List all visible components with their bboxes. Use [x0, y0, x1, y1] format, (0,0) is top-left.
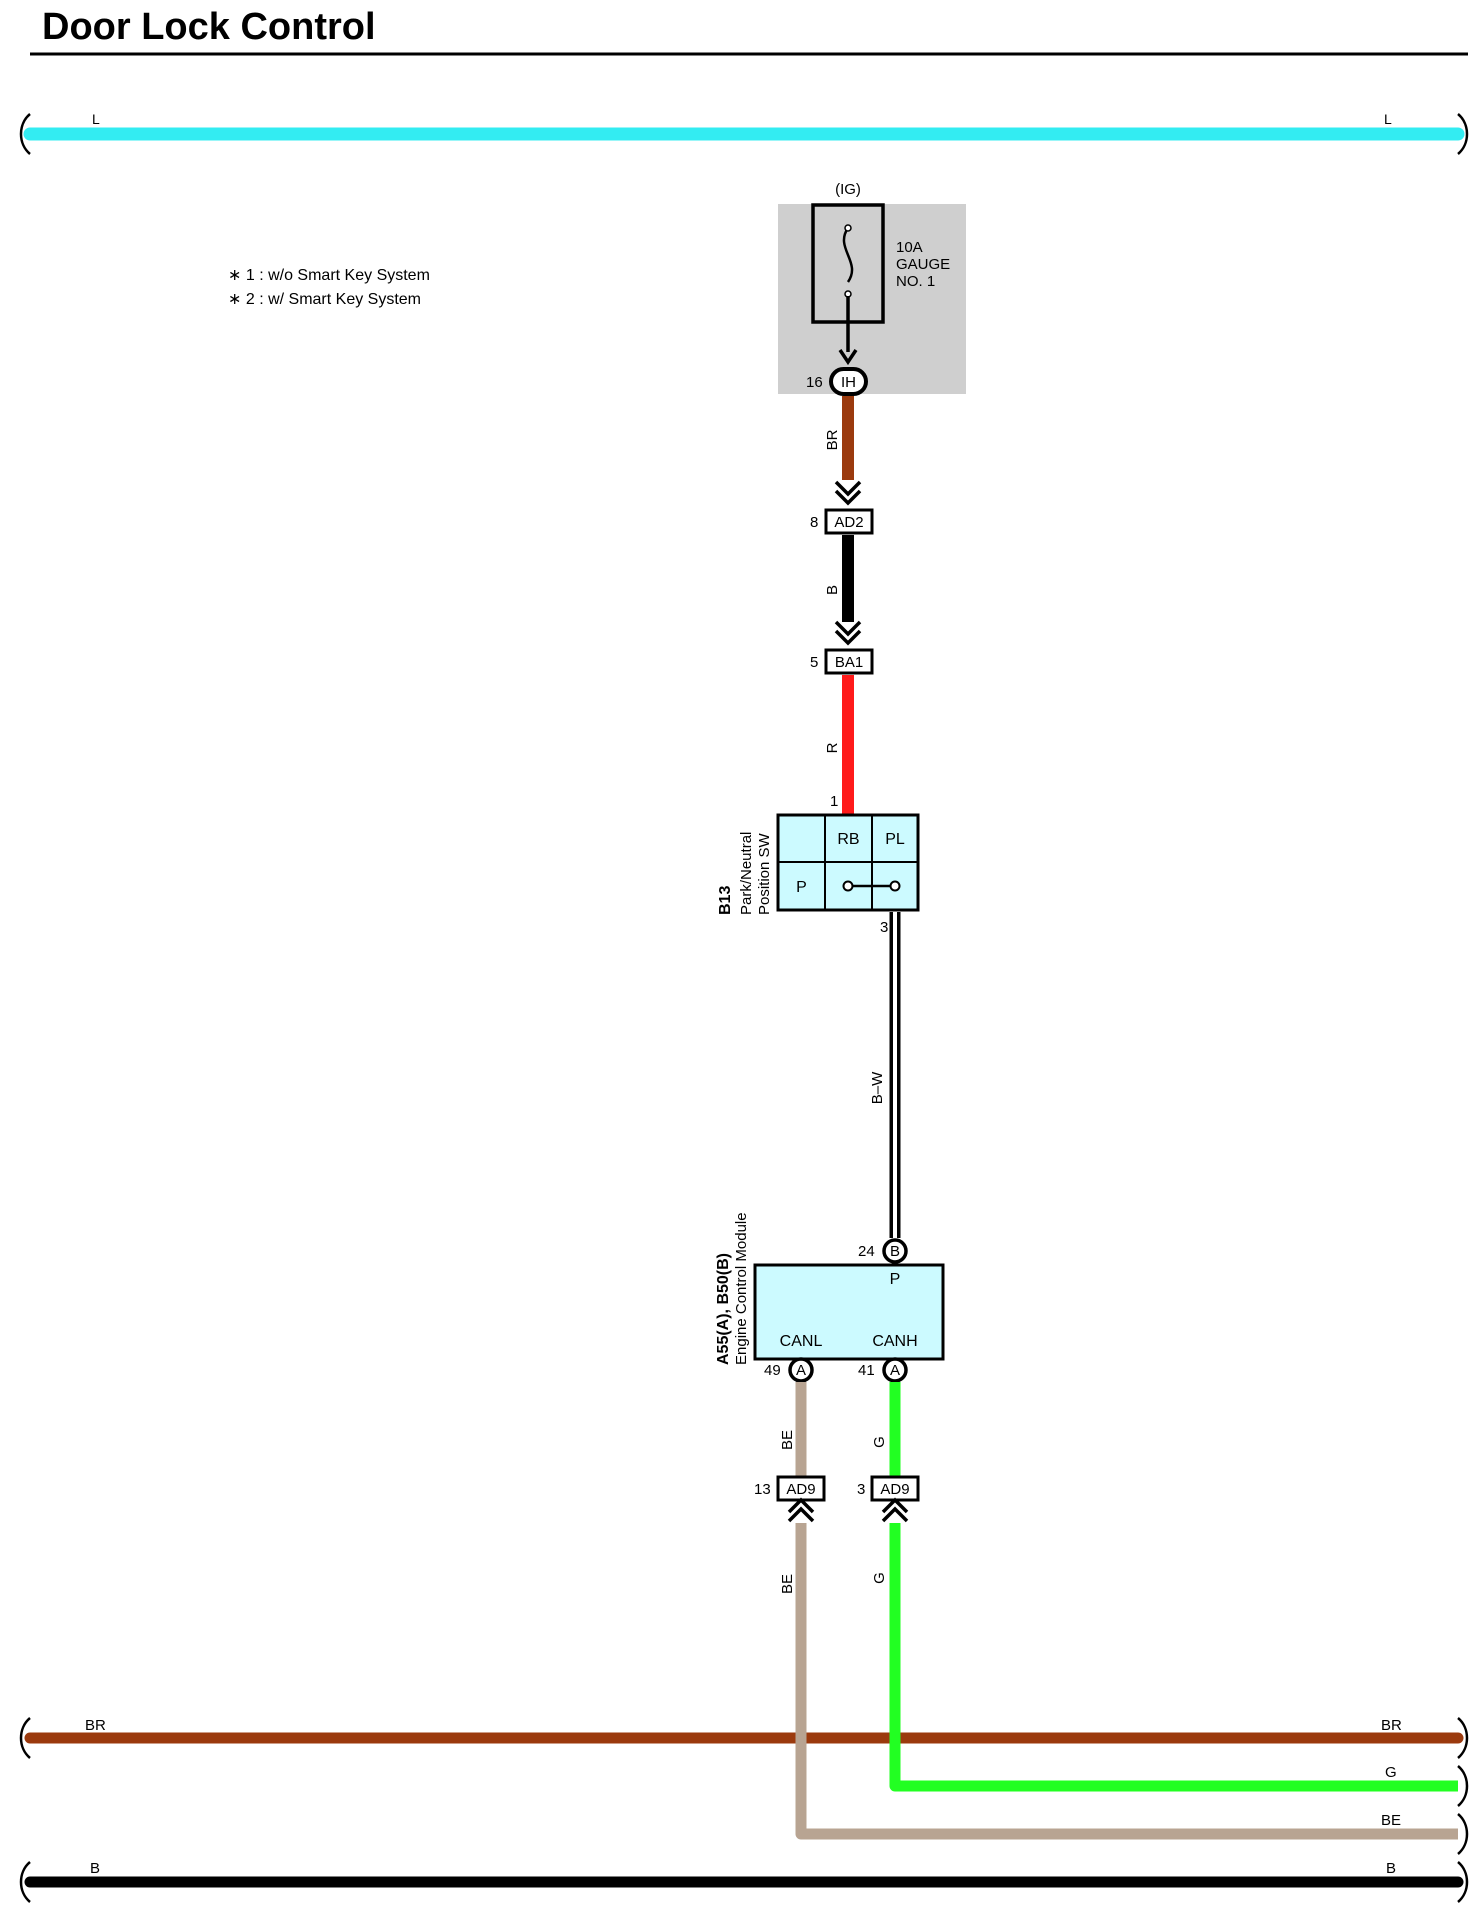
- ecm-pin-p-terminal: [882, 1238, 908, 1264]
- fuse-name-line2: NO. 1: [896, 273, 935, 290]
- connector-ad9-g-name: AD9: [880, 1481, 909, 1498]
- wire-be-lower: [795, 1523, 1458, 1840]
- ecm-canl-connector: A: [796, 1362, 806, 1379]
- l-bus-label-right: L: [1384, 111, 1392, 127]
- connector-ad9-be-double-arrow-icon: [787, 1497, 815, 1523]
- br-bus-left-break: [19, 1717, 31, 1759]
- connector-ad9-be: AD9 13: [754, 1475, 826, 1523]
- fuse-ig-label: (IG): [835, 181, 861, 198]
- ecm-canh-number: 41: [858, 1362, 875, 1379]
- park-neutral-switch: 1 RB PL P B13 Park/Neutral Position SW 3: [717, 793, 920, 936]
- ecm-canh-connector: A: [890, 1362, 900, 1379]
- connector-ad2-name: AD2: [834, 514, 863, 531]
- fuse-block: (IG) 10A GAUGE NO. 1: [778, 181, 966, 394]
- switch-cell-pl: PL: [885, 831, 905, 848]
- ecm-canl-number: 49: [764, 1362, 781, 1379]
- connector-ba1-double-arrow-icon: [834, 620, 862, 646]
- br-bus-label-right: BR: [1381, 1717, 1402, 1734]
- connector-ih-outline: [829, 367, 868, 396]
- ecm-canl-label: CANL: [780, 1333, 823, 1350]
- wire-be-lower-label: BE: [779, 1574, 796, 1594]
- fuse-rating: 10A: [896, 239, 923, 256]
- wire-g-upper-label: G: [871, 1436, 888, 1448]
- ecm-pin-p-number: 24: [858, 1243, 875, 1260]
- l-bus-right-break: [1457, 113, 1469, 155]
- page-title: Door Lock Control: [42, 6, 376, 48]
- note-2: ∗ 2 : w/ Smart Key System: [228, 291, 421, 308]
- wire-b-vertical-label: B: [824, 585, 841, 595]
- connector-ih-name: IH: [841, 374, 856, 391]
- fuse-name-line1: GAUGE: [896, 256, 950, 273]
- wire-g-lower: [889, 1523, 1458, 1792]
- switch-contact-rb: [842, 880, 854, 892]
- fuse-arrow-icon: [838, 349, 858, 366]
- wire-g-lower-label: G: [871, 1572, 888, 1584]
- switch-code: B13: [717, 886, 734, 915]
- fuse-icon: [842, 227, 854, 283]
- ecm-pin-p-connector: B: [890, 1243, 900, 1260]
- b-bus-right-break: [1457, 1861, 1469, 1903]
- switch-contact-pl: [889, 880, 901, 892]
- switch-cell-p: P: [796, 879, 807, 896]
- fuse-terminal-top: [844, 224, 852, 232]
- wire-be-upper-label: BE: [779, 1430, 796, 1450]
- l-bus: L L: [19, 111, 1469, 155]
- connector-ba1-pin: 5: [810, 654, 818, 671]
- b-bus-label-left: B: [90, 1860, 100, 1877]
- b-bus-left-break: [19, 1861, 31, 1903]
- g-bus-label-right: G: [1385, 1764, 1397, 1781]
- l-bus-left-break: [19, 113, 31, 155]
- ecm-code: A55(A), B50(B): [715, 1253, 732, 1365]
- connector-ba1: BA1 5: [810, 648, 874, 675]
- wire-bw-vertical-label: B–W: [869, 1071, 886, 1104]
- connector-ad2-double-arrow-icon: [834, 480, 862, 506]
- b-bus: B B: [19, 1860, 1469, 1903]
- l-bus-label-left: L: [92, 111, 100, 127]
- ecm-pin-p-label: P: [890, 1271, 901, 1288]
- connector-ad9-be-pin: 13: [754, 1481, 771, 1498]
- connector-ad2-box: [824, 508, 874, 535]
- connector-ad9-g-pin: 3: [857, 1481, 865, 1498]
- g-bus-right-break: [1457, 1765, 1469, 1807]
- connector-ba1-name: BA1: [835, 654, 863, 671]
- br-bus-label-left: BR: [85, 1717, 106, 1734]
- switch-name-line1: Park/Neutral: [738, 832, 755, 915]
- connector-ad9-g-double-arrow-icon: [881, 1497, 909, 1523]
- connector-ba1-box: [824, 648, 874, 675]
- connector-ad9-be-name: AD9: [786, 1481, 815, 1498]
- engine-control-module: B 24 P CANL CANH A 49 A 41 A55(A), B50(B…: [715, 1212, 945, 1383]
- wire-br-vertical-label: BR: [824, 429, 841, 450]
- connector-ad2-pin: 8: [810, 514, 818, 531]
- connector-ad9-g: AD9 3: [857, 1475, 920, 1523]
- br-bus-right-break: [1457, 1717, 1469, 1759]
- br-bus: BR BR: [19, 1717, 1469, 1759]
- be-bus-label-right: BE: [1381, 1812, 1401, 1829]
- ecm-canh-label: CANH: [872, 1333, 917, 1350]
- connector-ih-pin: 16: [806, 374, 823, 391]
- note-1: ∗ 1 : w/o Smart Key System: [228, 267, 430, 284]
- be-bus-right-break: [1457, 1813, 1469, 1855]
- switch-cell-rb: RB: [837, 831, 859, 848]
- connector-ih: IH 16: [806, 367, 868, 396]
- fuse-block-background: [778, 204, 966, 394]
- switch-name-line2: Position SW: [756, 832, 773, 915]
- switch-pin-out: 3: [880, 919, 888, 936]
- wire-r-vertical-label: R: [824, 742, 841, 753]
- b-bus-label-right: B: [1386, 1860, 1396, 1877]
- switch-pin-in: 1: [830, 793, 838, 810]
- ecm-name: Engine Control Module: [733, 1212, 750, 1365]
- ecm-body: [753, 1263, 945, 1361]
- connector-ad2: AD2 8: [810, 508, 874, 535]
- ecm-canl-terminal: [788, 1357, 814, 1383]
- ecm-canh-terminal: [882, 1357, 908, 1383]
